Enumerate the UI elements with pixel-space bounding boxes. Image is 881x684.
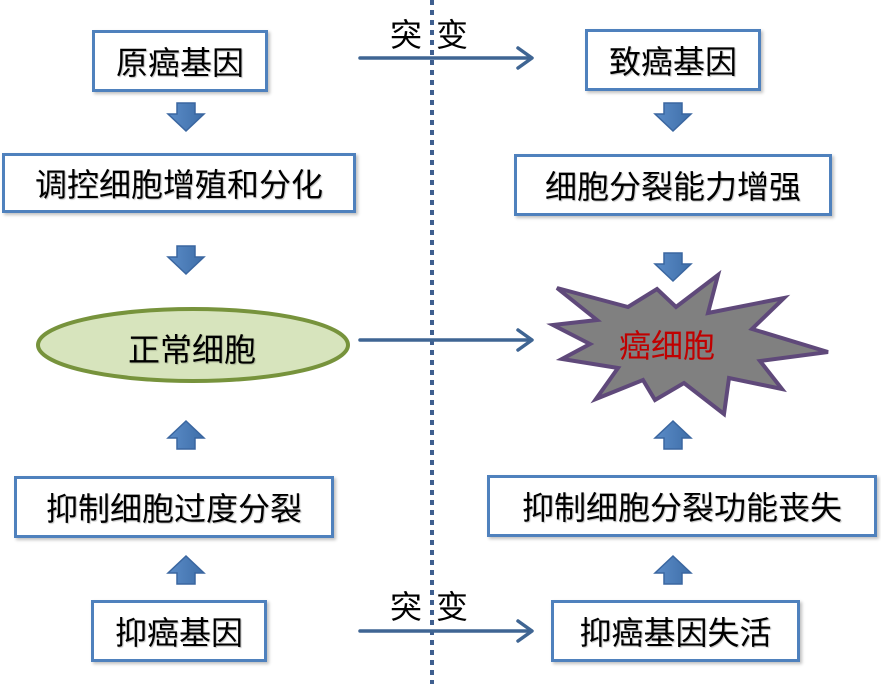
inhibition-lost-box: 抑制细胞分裂功能丧失 — [487, 475, 877, 537]
up-arrow-icon — [653, 419, 693, 450]
suppressor-inactivated-box: 抑癌基因失活 — [551, 600, 800, 662]
mutation-label-bottom: 突变 — [390, 588, 483, 626]
normal-to-cancer-arrow — [358, 328, 534, 352]
cancer-cell-burst — [546, 269, 829, 418]
oncogene-box: 致癌基因 — [585, 29, 761, 91]
mutation-label-top: 突变 — [390, 16, 483, 54]
up-arrow-icon — [166, 554, 206, 585]
down-arrow-icon — [653, 102, 693, 133]
tumor-suppressor-label: 抑癌基因 — [114, 614, 243, 652]
regulate-growth-box: 调控细胞增殖和分化 — [2, 153, 356, 213]
oncogene-label: 致癌基因 — [608, 43, 737, 81]
proto-oncogene-box: 原癌基因 — [92, 30, 268, 92]
proto-oncogene-label: 原癌基因 — [115, 44, 244, 82]
normal-cell-label: 正常细胞 — [128, 331, 257, 369]
inhibit-division-box: 抑制细胞过度分裂 — [14, 476, 334, 538]
inhibit-division-label: 抑制细胞过度分裂 — [45, 490, 302, 528]
up-arrow-icon — [166, 419, 206, 450]
regulate-growth-label: 调控细胞增殖和分化 — [34, 166, 323, 204]
division-enhanced-label: 细胞分裂能力增强 — [544, 168, 801, 206]
mutation-arrow-bottom — [358, 619, 534, 643]
cancer-cell-label: 癌细胞 — [619, 327, 716, 365]
inhibition-lost-label: 抑制细胞分裂功能丧失 — [521, 489, 842, 527]
down-arrow-icon — [653, 252, 693, 283]
normal-cell-ellipse — [36, 307, 350, 383]
division-enhanced-box: 细胞分裂能力增强 — [514, 154, 832, 216]
tumor-suppressor-box: 抑癌基因 — [91, 600, 267, 662]
down-arrow-icon — [166, 102, 206, 133]
suppressor-inactivated-label: 抑癌基因失活 — [579, 614, 772, 652]
up-arrow-icon — [653, 554, 693, 585]
mutation-arrow-top — [358, 46, 534, 70]
down-arrow-icon — [166, 245, 206, 276]
